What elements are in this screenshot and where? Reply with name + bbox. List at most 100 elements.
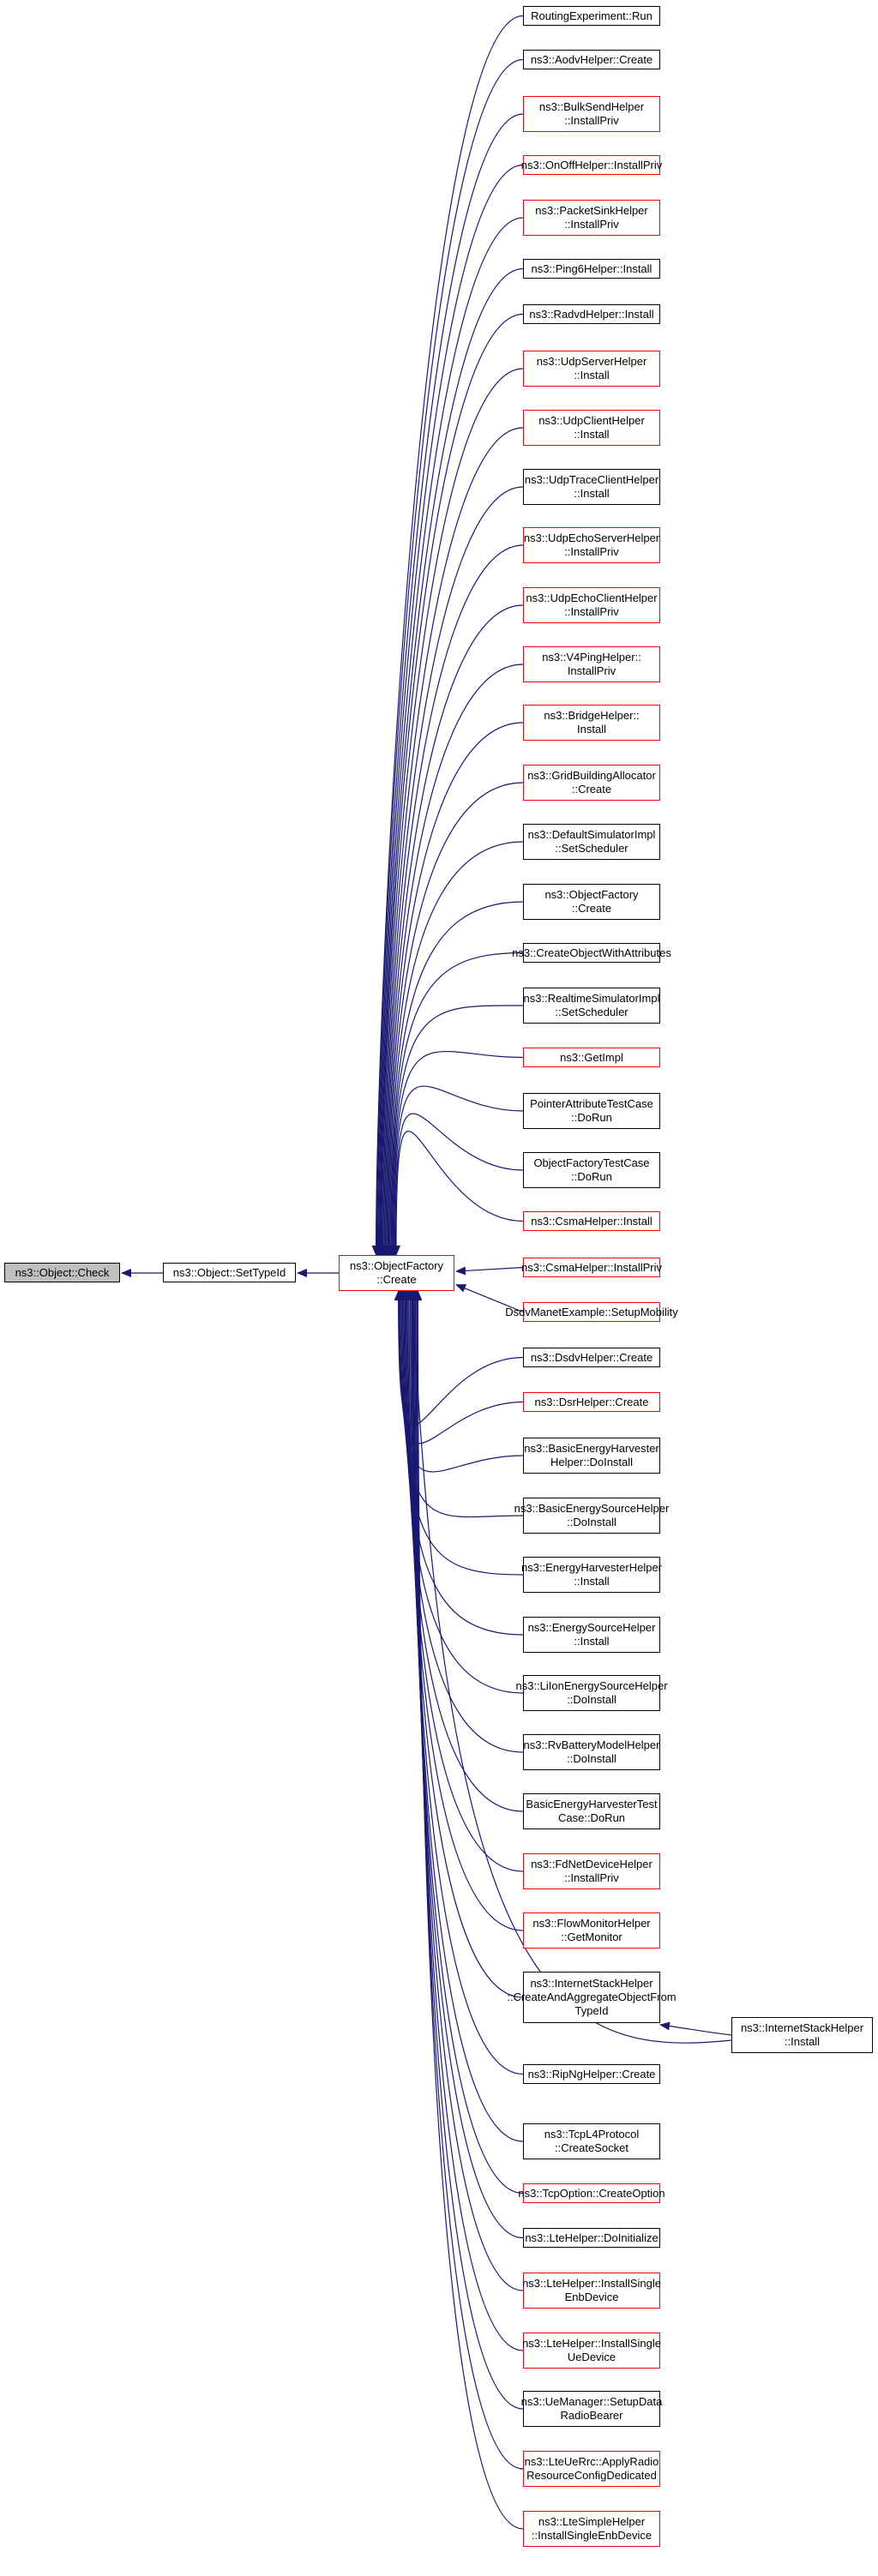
caller-node[interactable]: ns3::LteUeRrc::ApplyRadio ResourceConfig… [523, 2451, 660, 2487]
caller-node[interactable]: PointerAttributeTestCase ::DoRun [523, 1093, 660, 1129]
call-edge [403, 1290, 524, 1931]
call-edge [389, 1085, 524, 1256]
caller-node[interactable]: ns3::Ping6Helper::Install [523, 259, 660, 279]
caller-node[interactable]: ns3::V4PingHelper:: InstallPriv [523, 646, 660, 682]
call-edge [379, 486, 524, 1256]
caller-node[interactable]: ns3::UdpServerHelper ::Install [523, 351, 660, 387]
call-edge [376, 313, 524, 1256]
call-edge [406, 1290, 524, 2075]
caller-node[interactable]: ns3::DefaultSimulatorImpl ::SetScheduler [523, 824, 660, 860]
call-edge [405, 1290, 524, 1998]
call-edge [385, 841, 524, 1256]
call-edge [396, 1290, 524, 1518]
call-edge [391, 1131, 524, 1256]
caller-node[interactable]: ns3::FlowMonitorHelper ::GetMonitor [523, 1912, 660, 1949]
call-edge [384, 782, 524, 1256]
caller-node[interactable]: ns3::LteHelper::InstallSingle UeDevice [522, 2333, 661, 2369]
caller-node[interactable]: ns3::CsmaHelper::Install [523, 1211, 660, 1231]
call-edge [388, 1005, 524, 1256]
caller-node[interactable]: ns3::ObjectFactory ::Create [523, 884, 660, 920]
call-edge [407, 1290, 524, 2195]
caller-node[interactable]: ns3::GetImpl [523, 1048, 660, 1067]
call-edge [394, 1290, 524, 1444]
caller-node[interactable]: BasicEnergyHarvesterTest Case::DoRun [523, 1793, 660, 1829]
caller-node[interactable]: ns3::GridBuildingAllocator ::Create [523, 765, 660, 801]
caller-node[interactable]: ns3::TcpL4Protocol ::CreateSocket [523, 2123, 660, 2159]
call-edge [378, 427, 524, 1256]
node-internetstackhelper-install[interactable]: ns3::InternetStackHelper ::Install [731, 2017, 873, 2053]
caller-node[interactable]: ns3::EnergySourceHelper ::Install [523, 1617, 660, 1653]
caller-node[interactable]: ns3::RealtimeSimulatorImpl ::SetSchedule… [523, 988, 660, 1024]
node-object-settypeid[interactable]: ns3::Object::SetTypeId [163, 1263, 296, 1282]
caller-node[interactable]: ns3::LiIonEnergySourceHelper ::DoInstall [515, 1675, 668, 1711]
caller-node[interactable]: ns3::BasicEnergyHarvester Helper::DoInst… [523, 1438, 660, 1474]
call-edge [402, 1290, 524, 1872]
call-edge [397, 1290, 524, 1576]
call-edge [455, 1284, 524, 1313]
call-edge [394, 1290, 524, 1426]
call-edge [395, 1290, 524, 1473]
call-edge [401, 1290, 524, 1812]
caller-node[interactable]: ns3::LteHelper::InstallSingle EnbDevice [522, 2273, 661, 2309]
call-edge [408, 1290, 524, 2239]
caller-node[interactable]: ns3::RvBatteryModelHelper ::DoInstall [523, 1734, 660, 1770]
caller-node[interactable]: ns3::UdpClientHelper ::Install [523, 410, 660, 446]
call-edge [372, 58, 524, 1256]
call-edge [374, 164, 524, 1256]
call-edge [371, 15, 524, 1256]
caller-node[interactable]: ns3::PacketSinkHelper ::InstallPriv [523, 200, 660, 236]
caller-node[interactable]: ns3::FdNetDeviceHelper ::InstallPriv [523, 1853, 660, 1889]
caller-node[interactable]: ObjectFactoryTestCase ::DoRun [523, 1152, 660, 1188]
caller-node[interactable]: ns3::UdpEchoClientHelper ::InstallPriv [523, 587, 660, 623]
caller-node[interactable]: ns3::CreateObjectWithAttributes [512, 943, 671, 963]
caller-node[interactable]: DsdvManetExample::SetupMobility [505, 1302, 678, 1322]
call-edge [659, 2021, 732, 2036]
call-edge [406, 1290, 524, 2142]
caller-node[interactable]: ns3::UeManager::SetupData RadioBearer [521, 2391, 662, 2427]
caller-node[interactable]: RoutingExperiment::Run [523, 6, 660, 26]
caller-node[interactable]: ns3::RadvdHelper::Install [523, 304, 660, 324]
call-edge [409, 1290, 524, 2291]
node-objectfactory-create[interactable]: ns3::ObjectFactory ::Create [339, 1255, 454, 1291]
call-edge [408, 1290, 732, 2044]
call-edge [375, 217, 524, 1256]
call-edge [387, 952, 524, 1256]
call-edge [388, 1050, 524, 1256]
call-edge [412, 1290, 524, 2470]
call-edge [383, 722, 524, 1256]
call-edge [391, 1113, 524, 1256]
caller-node[interactable]: ns3::UdpEchoServerHelper ::InstallPriv [523, 527, 660, 563]
caller-node[interactable]: ns3::AodvHelper::Create [523, 50, 660, 69]
caller-node[interactable]: ns3::DsrHelper::Create [523, 1392, 660, 1412]
call-edge [399, 1290, 524, 1636]
caller-node[interactable]: ns3::UdpTraceClientHelper ::Install [523, 469, 660, 505]
call-edge [413, 1290, 524, 2530]
caller-node[interactable]: ns3::LteSimpleHelper ::InstallSingleEnbD… [523, 2511, 660, 2547]
caller-node[interactable]: ns3::LteHelper::DoInitialize [523, 2228, 660, 2248]
caller-node[interactable]: ns3::CsmaHelper::InstallPriv [521, 1258, 662, 1277]
caller-node[interactable]: ns3::EnergyHarvesterHelper ::Install [521, 1557, 662, 1593]
caller-node[interactable]: ns3::BasicEnergySourceHelper ::DoInstall [514, 1498, 669, 1534]
caller-node[interactable]: ns3::BulkSendHelper ::InstallPriv [523, 96, 660, 132]
caller-node[interactable]: ns3::BridgeHelper:: Install [523, 705, 660, 741]
caller-node[interactable]: ns3::InternetStackHelper ::CreateAndAggr… [507, 1972, 677, 2023]
call-edge [382, 604, 524, 1256]
call-edge [376, 267, 524, 1256]
root-node-object-check: ns3::Object::Check [4, 1263, 120, 1282]
call-edge [386, 901, 524, 1256]
call-edge [382, 664, 524, 1256]
call-edge [410, 1290, 524, 2351]
call-edge [400, 1290, 524, 1694]
call-edge [377, 368, 524, 1256]
call-edge [412, 1290, 524, 2410]
edge-layer [121, 15, 732, 2530]
caller-node[interactable]: ns3::DsdvHelper::Create [523, 1348, 660, 1367]
call-edge [380, 544, 524, 1256]
caller-node[interactable]: ns3::TcpOption::CreateOption [518, 2183, 665, 2203]
call-edge [455, 1266, 524, 1276]
call-edge [373, 113, 524, 1256]
call-edge [400, 1290, 524, 1753]
caller-node[interactable]: ns3::RipNgHelper::Create [523, 2064, 660, 2084]
caller-node[interactable]: ns3::OnOffHelper::InstallPriv [521, 155, 662, 175]
